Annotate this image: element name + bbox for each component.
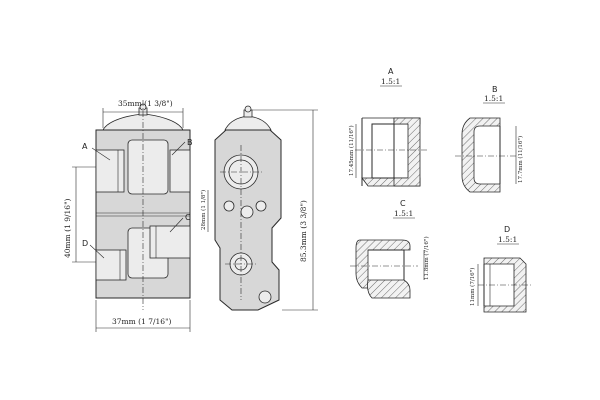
dim-total-height: 85.3mm (3 3/8") xyxy=(299,200,308,262)
leader-a xyxy=(91,147,111,161)
detail-d: D 1.5:1 11mm (7/16") xyxy=(469,225,532,313)
detail-d-scale: 1.5:1 xyxy=(498,235,517,244)
side-head xyxy=(224,115,272,131)
detail-c-shell-bottom xyxy=(367,279,411,299)
detail-a: A 1.5:1 17.45mm (11/16") xyxy=(348,67,428,187)
side-bolt-hole-1 xyxy=(223,200,235,212)
detail-c-dim: 11.8mm (7/16") xyxy=(423,236,430,280)
side-view: 85.3mm (3 3/8") xyxy=(214,105,318,311)
label-b: B xyxy=(187,138,193,147)
detail-c-title: C xyxy=(400,199,406,208)
leader-c xyxy=(169,217,184,233)
inner-channel-top xyxy=(127,139,169,195)
leader-d xyxy=(89,244,105,259)
detail-a-right-wall xyxy=(393,117,421,187)
port-c xyxy=(149,225,191,259)
side-bolt-hole-2 xyxy=(240,205,254,219)
dim-height: 40mm (1 9/16") xyxy=(63,198,72,258)
detail-b-dim: 17.7mm (11/16") xyxy=(517,136,524,183)
side-bolt-hole-3 xyxy=(255,200,267,212)
label-a: A xyxy=(82,142,88,151)
detail-d-title: D xyxy=(504,225,510,234)
detail-b-scale: 1.5:1 xyxy=(484,94,503,103)
detail-b-shell xyxy=(461,117,501,193)
detail-a-scale: 1.5:1 xyxy=(381,77,400,86)
label-c: C xyxy=(185,213,191,222)
detail-d-dim: 11mm (7/16") xyxy=(469,268,476,306)
port-a xyxy=(95,149,125,193)
port-b xyxy=(169,149,191,193)
detail-c-bore xyxy=(368,249,405,280)
detail-a-bore xyxy=(371,123,395,179)
detail-a-title: A xyxy=(388,67,394,76)
detail-b-title: B xyxy=(492,85,498,94)
dim-top-width: 35mm (1 3/8") xyxy=(118,99,173,108)
detail-c: C 1.5:1 11.8mm (7/16") xyxy=(350,199,430,299)
label-d: D xyxy=(82,239,88,248)
front-view: A B C D 35mm (1 3/8") 37mm (1 7/16") 40m… xyxy=(63,99,209,332)
dim-bottom-width: 37mm (1 7/16") xyxy=(112,317,172,326)
side-cap-top xyxy=(244,105,252,113)
detail-a-dim: 17.45mm (11/16") xyxy=(348,125,355,176)
leader-b xyxy=(171,141,186,156)
detail-d-shell xyxy=(483,257,527,313)
dim-port-c: 28mm (1 1/8") xyxy=(200,190,207,230)
detail-b: B 1.5:1 17.7mm (11/16") xyxy=(455,85,524,193)
detail-c-scale: 1.5:1 xyxy=(394,209,413,218)
side-mount-hole xyxy=(258,290,272,304)
